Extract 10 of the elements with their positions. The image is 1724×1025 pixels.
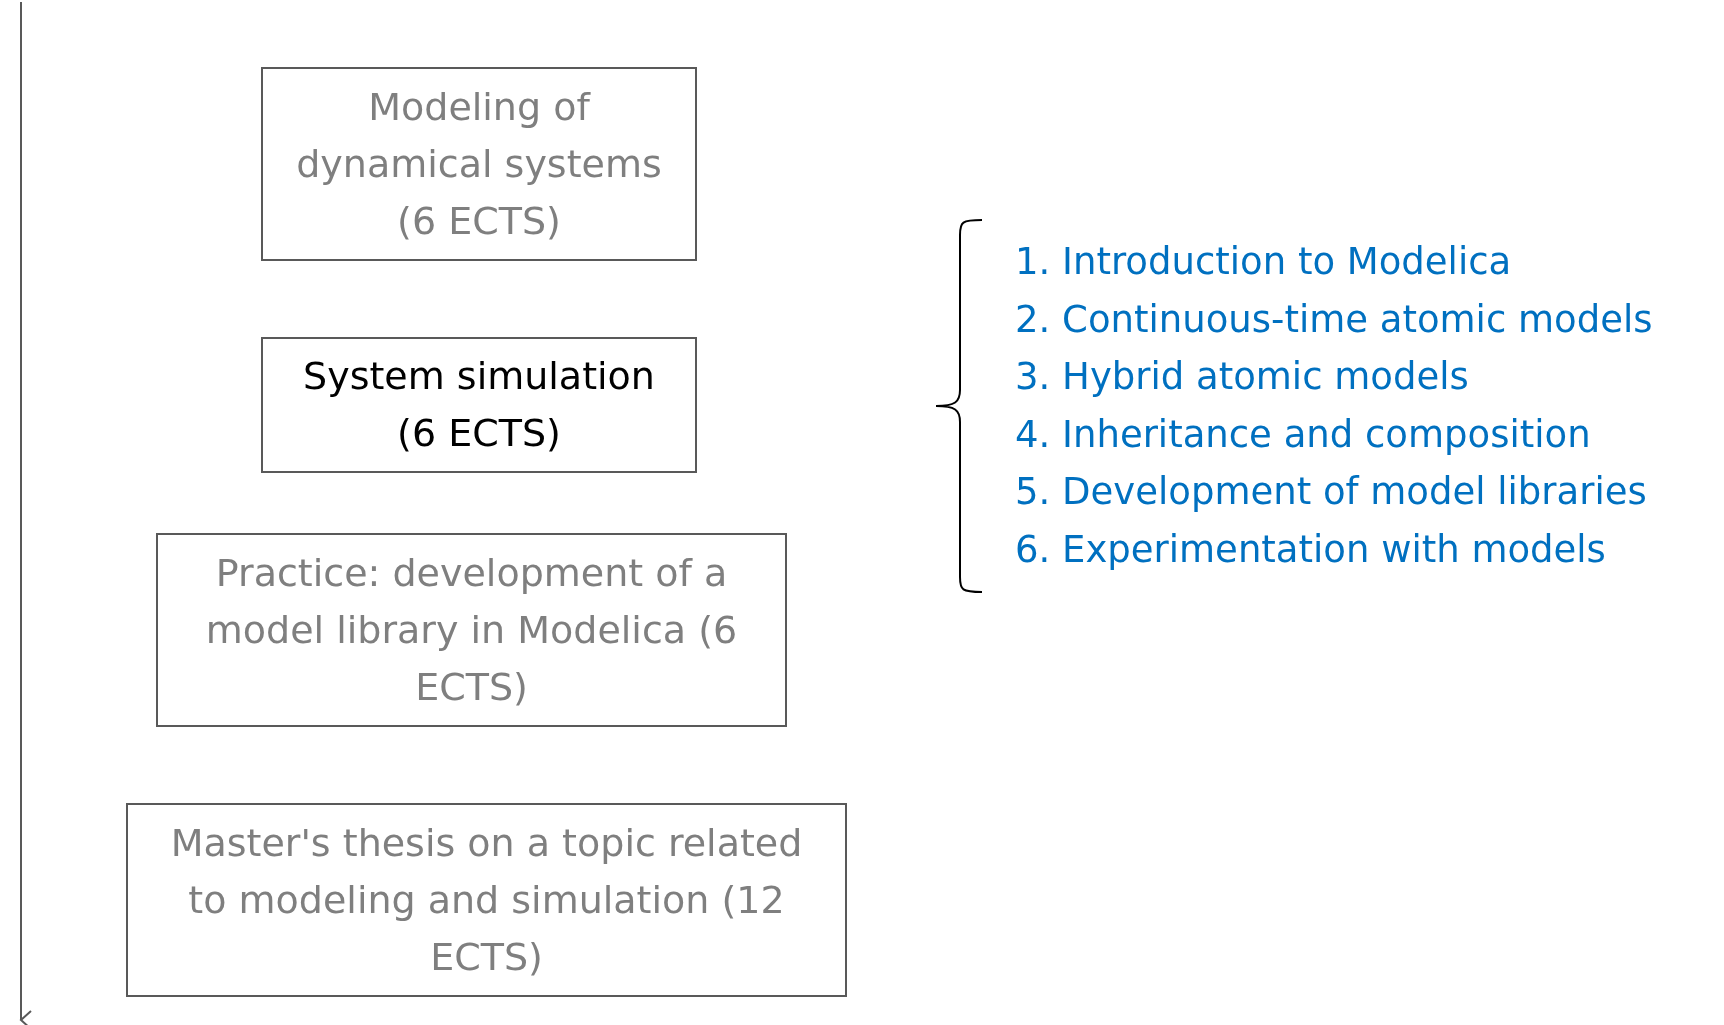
course-box: System simulation (6 ECTS) bbox=[261, 337, 697, 473]
course-box: Modeling of dynamical systems (6 ECTS) bbox=[261, 67, 697, 261]
topic-list-item: 5. Development of model libraries bbox=[1015, 470, 1647, 513]
course-box: Master's thesis on a topic related to modeling and simulation (12 ECTS) bbox=[126, 803, 847, 997]
topic-list-item: 2. Continuous-time atomic models bbox=[1015, 297, 1653, 341]
topic-list-item: 1. Introduction to Modelica bbox=[1015, 240, 1512, 283]
course-box: Practice: development of a model library in Modelica (6 ECTS) bbox=[156, 533, 787, 727]
topic-list-item: 3. Hybrid atomic models bbox=[1015, 355, 1469, 398]
topic-list-item: 6. Experimentation with models bbox=[1015, 527, 1606, 571]
topic-list-item: 4. Inheritance and composition bbox=[1015, 412, 1591, 456]
